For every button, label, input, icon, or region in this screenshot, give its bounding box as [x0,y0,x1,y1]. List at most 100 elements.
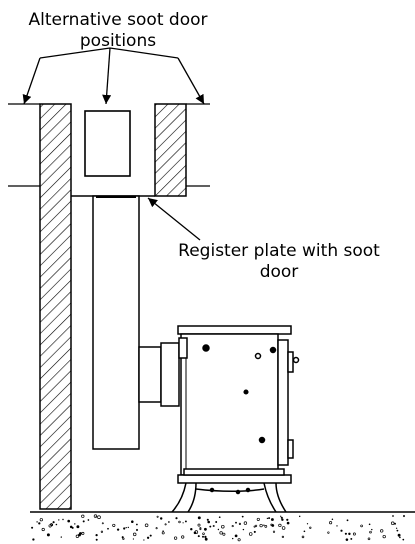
hearth-speck [74,523,76,525]
rear-flue-collar [138,346,162,403]
hearth-speck [95,538,98,541]
hearth-speck [336,525,338,527]
hearth-speck [248,532,253,536]
hearth-speck [219,531,223,535]
hearth-speck [204,535,207,539]
hearth-speck [31,526,34,529]
hearth-speck [253,530,256,533]
hearth-speck [346,519,349,522]
stove-base-plate [177,474,292,484]
stove-body [180,333,279,476]
hearth-speck [199,528,202,531]
hearth-speck [81,531,85,535]
hearth-speck [132,538,135,540]
hearth-speck [168,521,170,523]
hearth-speck [266,517,269,520]
hearth-speck [278,523,282,528]
hearth-speck [122,537,125,540]
hearth-speck [264,525,268,528]
hearth-speck [256,517,260,521]
hearth-speck [281,526,286,530]
stove [177,325,300,484]
hearth-speck [197,523,201,527]
hearth-speck [217,528,220,531]
hearth-speck [367,537,371,541]
hearth-speck [222,532,226,536]
alternative-soot-door-label: Alternative soot door positions [0,10,236,52]
hearth-speck [127,526,129,529]
hearth-speck [399,536,401,539]
hearth-speck [218,516,221,519]
hearth-speck [87,519,90,521]
hearth-speck [173,536,178,540]
hearth-speck [161,531,165,535]
hearth-speck [270,518,274,521]
stove-door-hinge-bottom [287,439,294,459]
hearth-speck [32,538,35,541]
hearth-speck [368,523,371,526]
hearth-speck [329,521,333,525]
hearth-speck [271,524,275,527]
hearth-speck [144,523,149,528]
hearth-speck [396,529,399,532]
hearth-speck [101,522,104,525]
hearth-speck [221,524,225,529]
alternative-soot-door-label-line2: positions [79,31,157,51]
hearth-speck [55,523,58,526]
hearth-speck [50,523,53,526]
flue-pipe [92,195,140,450]
hearth-speck [402,515,406,518]
hearth-speck [286,521,290,525]
hearth-speck [402,538,405,541]
hearth-speck [263,524,265,526]
hearth-speck [327,531,330,534]
rear-flue-spigot [160,342,180,407]
hearth-speck [281,535,285,539]
hearth-speck [135,528,139,532]
hearth-speck [394,522,396,525]
hearth-speck [253,525,256,528]
hearth-speck [62,518,64,521]
hearth-speck [58,519,60,521]
hearth-speck [132,532,137,537]
hearth-speck [303,530,306,533]
hearth-speck [36,521,38,523]
hearth-speck [209,525,212,528]
hearth-speck [395,527,398,529]
hearth-speck [136,523,138,526]
hearth-speck [268,517,271,520]
hearth-speck [280,515,282,517]
hearth-speck [46,533,50,537]
stove-door-hinge-top [287,351,294,373]
alternative-soot-door-label-line1: Alternative soot door [28,10,208,30]
hearth-speck [184,520,187,523]
hearth-speck [392,515,394,517]
hearth-speck [76,525,80,529]
hearth-speck [197,535,200,538]
hearth-speck [39,518,43,522]
hearth-speck [352,532,356,536]
hearth-speck [155,527,158,530]
hearth-speck [67,519,71,523]
label-arrows [22,47,205,241]
hearth-speck [272,530,276,533]
hearth-speck [369,530,372,534]
register-plate-label-line1: Register plate with soot [178,241,380,261]
hearth-speck [231,525,234,528]
hearth-speck [204,537,208,541]
hearth-speck [207,520,210,524]
hearth-speck [69,525,73,529]
hearth-speck [380,529,384,533]
hearth-speck [382,534,386,539]
hearth-speck [345,538,349,541]
hearth-speck [281,518,284,521]
hearth-speck [241,515,244,518]
hearth-speck [390,521,395,526]
hearth-speck [149,534,152,537]
hearth-speck [309,526,312,529]
hearth-speck [298,515,301,518]
hearth-speck [156,515,159,518]
hearth-speck [93,514,98,518]
hearth-speck [112,523,116,527]
hearth-speck [348,532,351,536]
